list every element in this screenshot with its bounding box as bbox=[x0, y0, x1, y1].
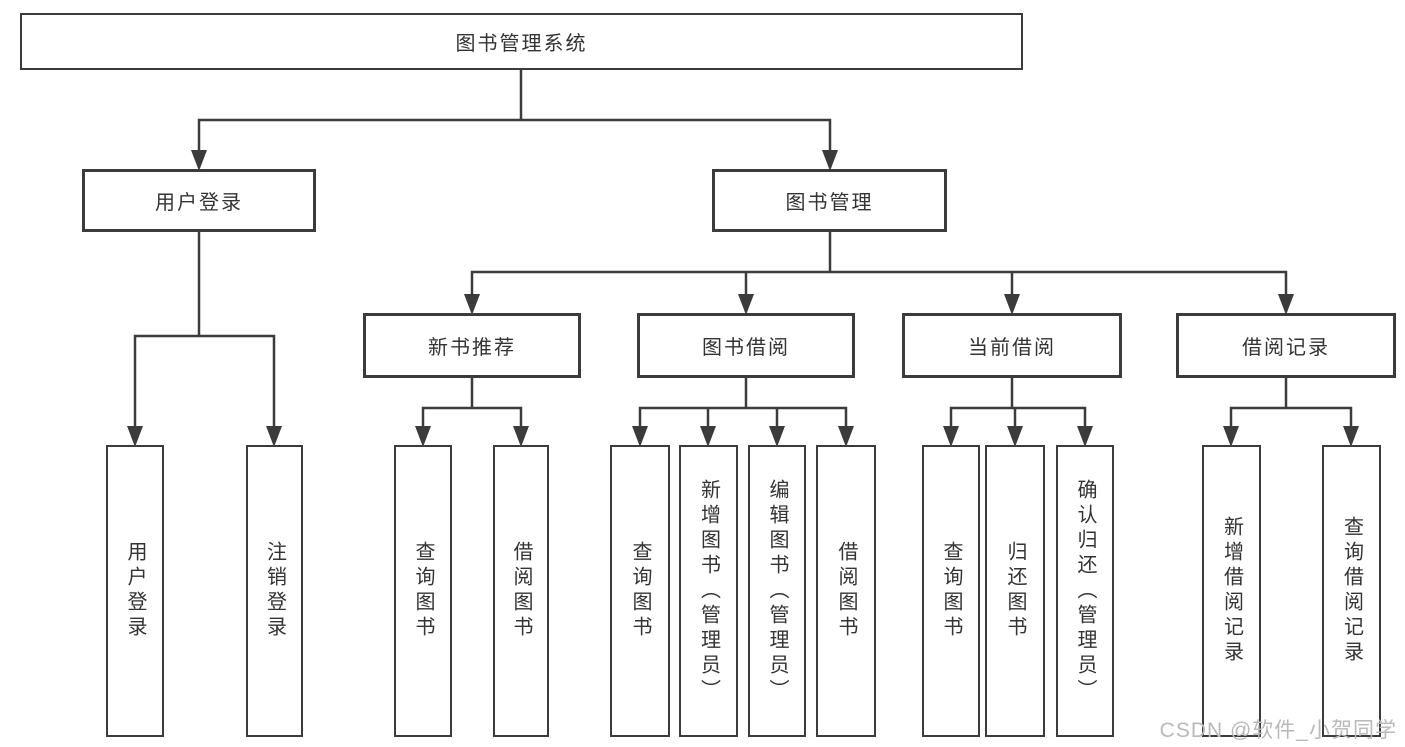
connector-current-borrowing-branch bbox=[949, 376, 1087, 430]
leaf-br-add-record: 新增借阅记录 bbox=[1202, 445, 1261, 737]
arrowhead bbox=[822, 150, 838, 171]
leaf-cb-return-books: 归还图书 bbox=[985, 445, 1045, 737]
leaf-cb-confirm-return: 确认归还（管理员） bbox=[1056, 445, 1114, 737]
node-label: 图书管理 bbox=[785, 192, 874, 214]
node-label: 借阅图书 bbox=[510, 541, 532, 641]
arrowhead bbox=[415, 426, 431, 447]
arrowhead bbox=[700, 426, 716, 447]
arrowhead bbox=[266, 426, 282, 447]
connector-root-branch bbox=[197, 68, 832, 154]
arrowhead bbox=[127, 426, 143, 447]
connector-book-borrowing-branch bbox=[638, 376, 848, 430]
csdn-watermark: CSDN @软件_小贺同学 bbox=[1159, 719, 1397, 742]
node-label: 用户登录 bbox=[124, 541, 146, 641]
leaf-nbr-query-books: 查询图书 bbox=[394, 445, 452, 737]
node-label: 编辑图书（管理员） bbox=[766, 478, 788, 704]
leaf-cb-query-books: 查询图书 bbox=[922, 445, 980, 737]
arrowhead bbox=[1077, 426, 1093, 447]
node-label: 查询图书 bbox=[940, 541, 962, 641]
arrowhead bbox=[1223, 426, 1239, 447]
node-current-borrowing: 当前借阅 bbox=[902, 313, 1122, 378]
node-label: 确认归还（管理员） bbox=[1074, 478, 1096, 704]
node-label: 图书管理系统 bbox=[455, 33, 588, 55]
node-label: 新增借阅记录 bbox=[1220, 516, 1243, 666]
node-borrowing-records: 借阅记录 bbox=[1176, 313, 1396, 378]
node-label: 借阅记录 bbox=[1242, 337, 1330, 359]
connector-borrowing-records-branch bbox=[1229, 376, 1353, 430]
leaf-user-login: 用户登录 bbox=[106, 445, 164, 737]
arrowhead bbox=[632, 426, 648, 447]
leaf-br-query-record: 查询借阅记录 bbox=[1322, 445, 1381, 737]
arrowhead bbox=[464, 294, 480, 315]
leaf-bb-edit-books: 编辑图书（管理员） bbox=[748, 445, 806, 737]
node-label: 当前借阅 bbox=[968, 337, 1056, 359]
arrowhead bbox=[769, 426, 785, 447]
leaf-bb-add-books: 新增图书（管理员） bbox=[679, 445, 738, 737]
node-label: 图书借阅 bbox=[702, 337, 790, 359]
node-label: 查询图书 bbox=[412, 541, 434, 641]
node-label: 新增图书（管理员） bbox=[697, 478, 720, 704]
node-label: 借阅图书 bbox=[835, 541, 857, 641]
arrowhead bbox=[1004, 294, 1020, 315]
node-label: 用户登录 bbox=[155, 192, 243, 214]
connector-book-management-branch bbox=[470, 230, 1288, 298]
leaf-nbr-borrow-books: 借阅图书 bbox=[493, 445, 549, 737]
arrowhead bbox=[838, 426, 854, 447]
arrowhead bbox=[1278, 294, 1294, 315]
node-book-management: 图书管理 bbox=[712, 169, 947, 232]
node-label: 注销登录 bbox=[263, 541, 286, 641]
leaf-bb-query-books: 查询图书 bbox=[610, 445, 670, 737]
arrowhead bbox=[943, 426, 959, 447]
node-label: 查询图书 bbox=[629, 541, 651, 641]
node-new-book-recommend: 新书推荐 bbox=[363, 313, 581, 378]
node-user-login: 用户登录 bbox=[82, 169, 316, 232]
node-label: 查询借阅记录 bbox=[1340, 516, 1363, 666]
arrowhead bbox=[1007, 426, 1023, 447]
arrowhead bbox=[191, 150, 207, 171]
arrowhead bbox=[513, 426, 529, 447]
arrowhead bbox=[1343, 426, 1359, 447]
node-label: 新书推荐 bbox=[428, 337, 516, 359]
leaf-logout: 注销登录 bbox=[246, 445, 303, 737]
arrowhead bbox=[738, 294, 754, 315]
node-book-borrowing: 图书借阅 bbox=[637, 313, 855, 378]
node-library-management-system: 图书管理系统 bbox=[20, 13, 1023, 70]
connector-user-login-branch bbox=[133, 230, 276, 430]
node-label: 归还图书 bbox=[1004, 541, 1026, 641]
leaf-bb-borrow-books: 借阅图书 bbox=[816, 445, 876, 737]
connector-new-book-recommend-branch bbox=[421, 376, 523, 430]
